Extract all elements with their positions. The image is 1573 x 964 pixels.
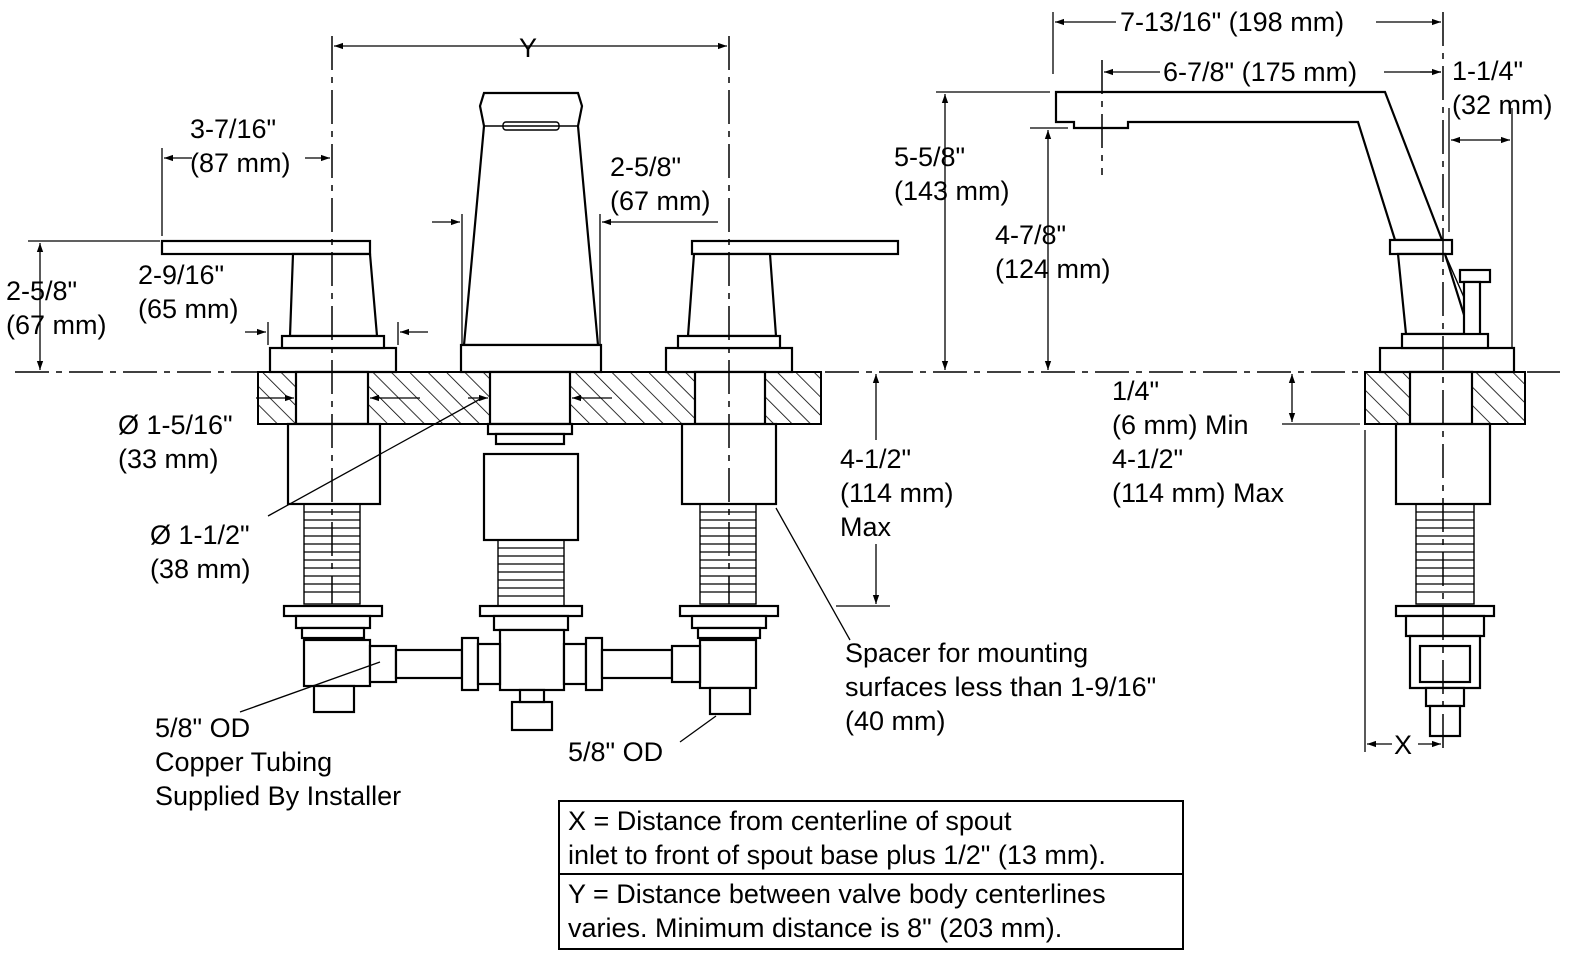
handle-base-width-label: 2-9/16" (65 mm)	[138, 260, 239, 324]
dimension-lines	[36, 18, 1510, 748]
handle-height-label: 2-5/8" (67 mm)	[6, 276, 107, 340]
handle-offset-label: 3-7/16" (87 mm)	[190, 114, 291, 178]
side-shank-threads	[1416, 511, 1474, 593]
spacer-callout: Spacer for mounting surfaces less than 1…	[845, 638, 1164, 736]
deck-thickness-label: 1/4" (6 mm) Min 4-1/2" (114 mm) Max	[1112, 376, 1285, 508]
spout-base-width-label: 2-5/8" (67 mm)	[610, 152, 711, 216]
spout-height-label: 5-5/8" (143 mm)	[894, 142, 1010, 206]
countertop-section	[15, 371, 1560, 425]
mounting-depth-label: 4-1/2" (114 mm) Max	[840, 444, 961, 542]
outlet-od-callout: 5/8" OD	[568, 737, 663, 767]
legend-x-definition: X = Distance from centerline of spout in…	[558, 800, 1184, 875]
spout-side-view	[1054, 90, 1516, 738]
supply-tubing	[368, 636, 702, 692]
legend-y-line1: Y = Distance between valve body centerli…	[568, 879, 1106, 909]
leader-lines	[239, 397, 851, 743]
copper-tubing-callout: 5/8" OD Copper Tubing Supplied By Instal…	[155, 713, 401, 811]
spout-total-reach-label: 7-13/16" (198 mm)	[1120, 7, 1344, 37]
right-shank-threads	[700, 511, 756, 593]
center-shank-threads	[498, 547, 564, 597]
y-dimension-label: Y	[519, 33, 537, 63]
spout-body	[459, 91, 603, 732]
shank-diameter-small-label: Ø 1-5/16" (33 mm)	[118, 410, 240, 474]
legend-x-line2: inlet to front of spout base plus 1/2" (…	[568, 840, 1106, 870]
legend-y-line2: varies. Minimum distance is 8" (203 mm).	[568, 913, 1063, 943]
shank-diameter-large-label: Ø 1-1/2" (38 mm)	[150, 520, 257, 584]
spout-base-offset-label: 1-1/4" (32 mm)	[1452, 56, 1553, 120]
x-dimension-label: X	[1394, 730, 1412, 760]
spout-outlet-height-label: 4-7/8" (124 mm)	[995, 220, 1111, 284]
extension-lines	[28, 12, 1513, 752]
legend-y-definition: Y = Distance between valve body centerli…	[558, 873, 1184, 950]
spout-reach-label: 6-7/8" (175 mm)	[1163, 57, 1357, 87]
legend-x-line1: X = Distance from centerline of spout	[568, 806, 1012, 836]
